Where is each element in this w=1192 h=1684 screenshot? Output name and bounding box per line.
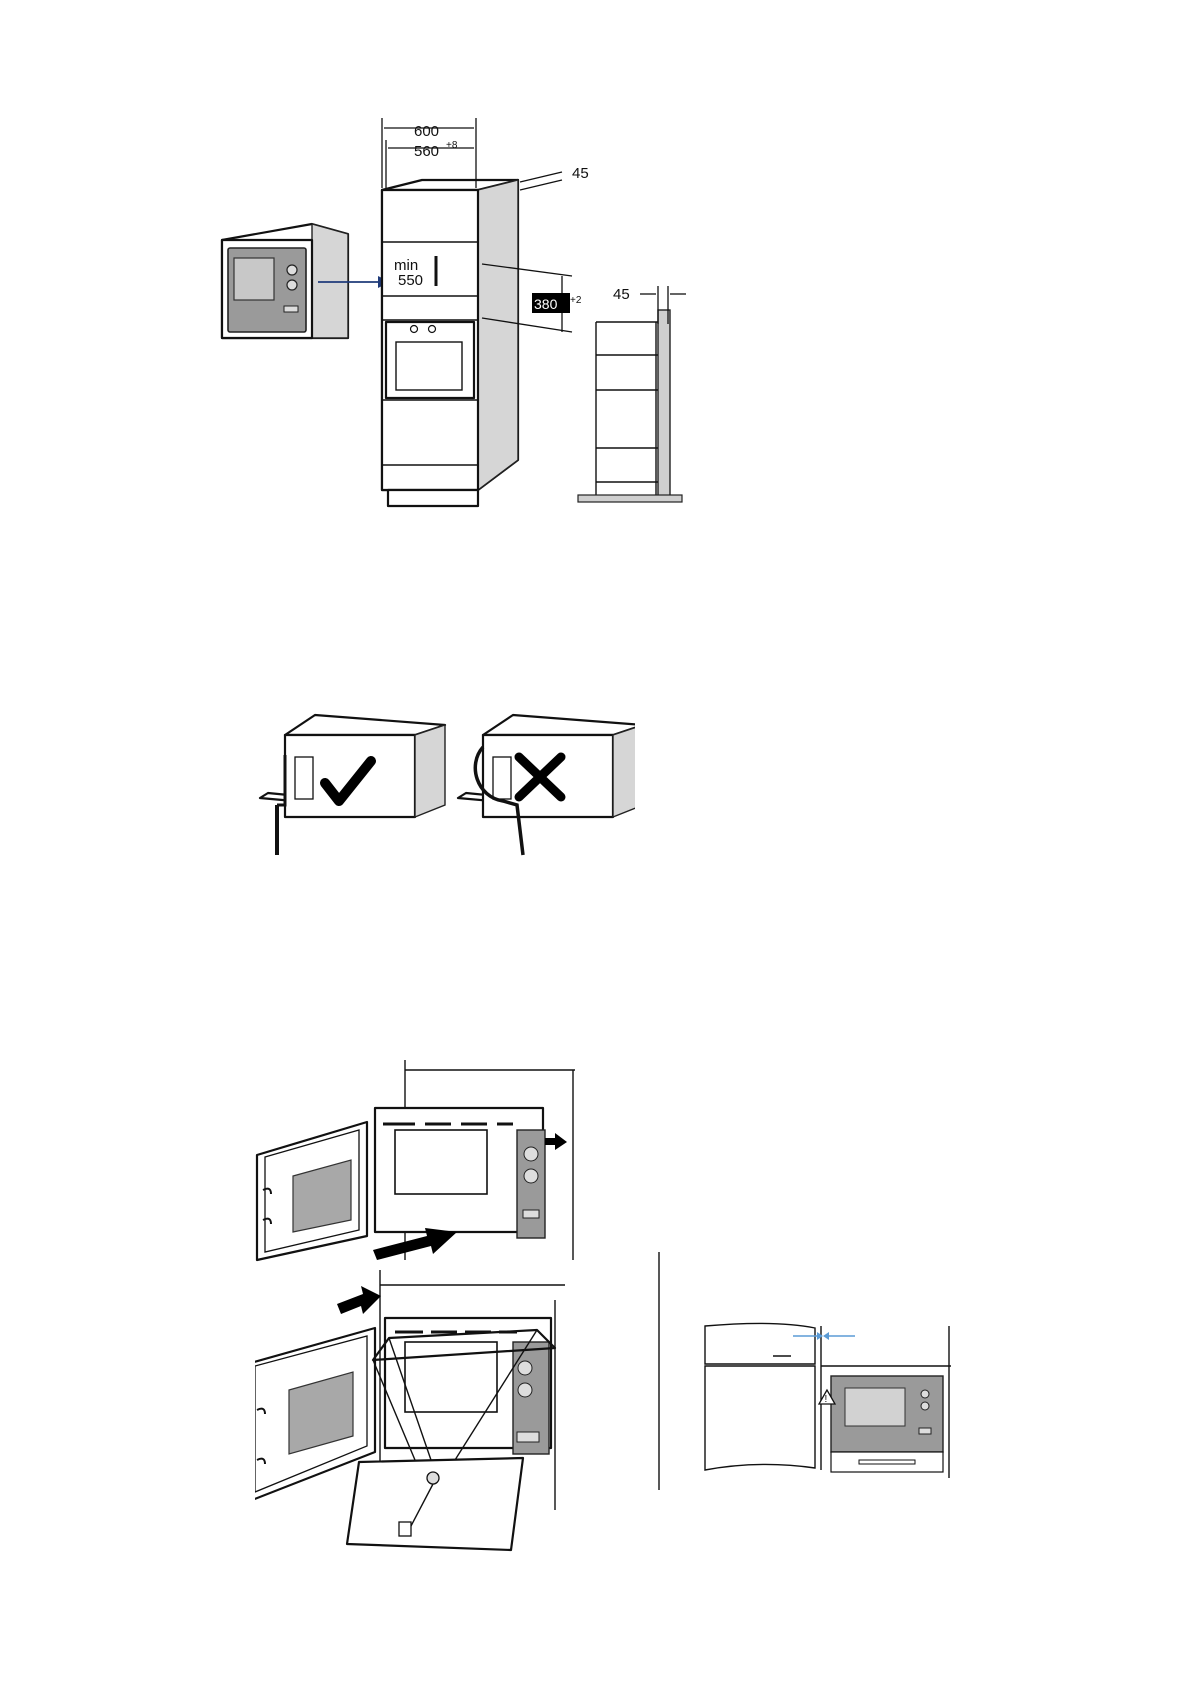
- niche-height-label: 380: [534, 296, 558, 312]
- tall-cabinet: [382, 180, 518, 506]
- screw-fixing-step: [255, 1270, 565, 1550]
- niche-height-tolerance: +2: [570, 295, 582, 306]
- push-in-step: [257, 1060, 575, 1260]
- installation-dimensions-figure: min 550 600 560 +8 45 380 +2 45: [200, 110, 760, 550]
- top-gap-label: 45: [572, 165, 589, 182]
- gap-detail-step: !: [705, 1323, 951, 1478]
- depth-value-label: 550: [398, 272, 423, 289]
- fixing-steps-figure: !: [255, 1060, 975, 1560]
- pull-arrow-icon: [545, 1133, 567, 1150]
- outer-width-label: 600: [414, 123, 439, 140]
- cable-routing-figure: [255, 705, 635, 860]
- inner-width-tolerance: +8: [446, 140, 458, 151]
- inner-width-label: 560: [414, 143, 439, 160]
- cable-routing-drawing: [255, 705, 635, 860]
- door-arrow-icon: [337, 1286, 381, 1314]
- dimensions-drawing: min 550 600 560 +8 45 380 +2 45: [200, 110, 760, 550]
- cabinet-side-view: [578, 310, 682, 502]
- microwave-appliance: [222, 224, 348, 338]
- incorrect-installation-panel: [458, 715, 635, 855]
- warning-symbol: !: [825, 1394, 828, 1405]
- correct-installation-panel: [260, 715, 445, 855]
- side-gap-label: 45: [613, 286, 630, 303]
- fixing-steps-drawing: !: [255, 1060, 975, 1560]
